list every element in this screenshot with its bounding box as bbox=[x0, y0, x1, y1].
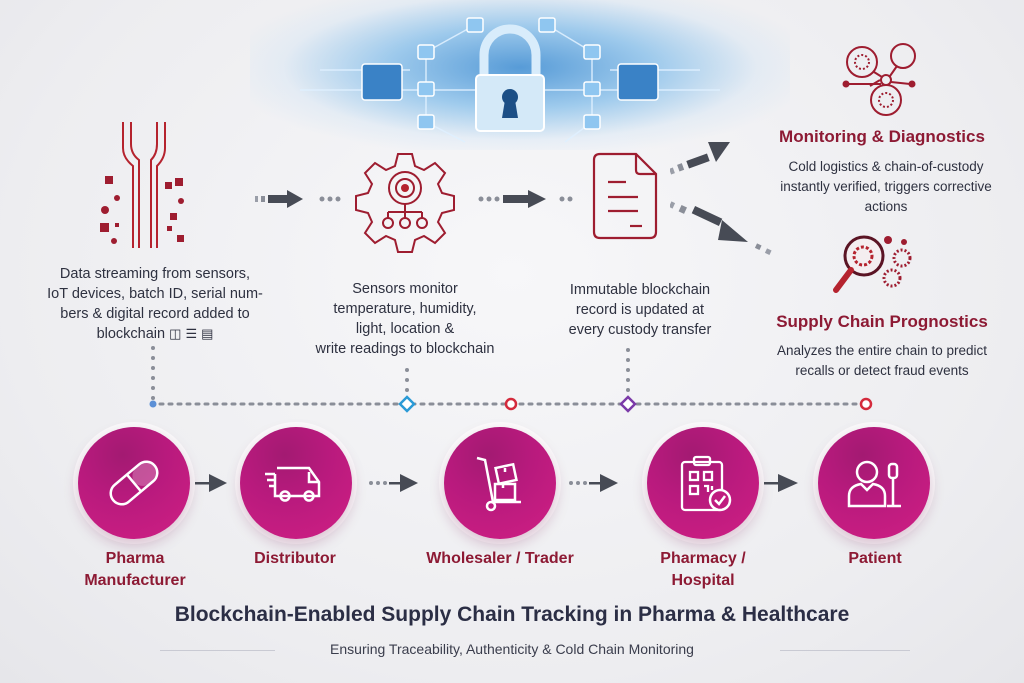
padlock-network-icon bbox=[300, 17, 720, 143]
blockchain-timeline bbox=[149, 346, 873, 413]
text-line: Pharma bbox=[105, 550, 165, 567]
stage-label: Pharmacy / Hospital bbox=[628, 548, 778, 592]
step-description: Immutable blockchain record is updated a… bbox=[540, 280, 740, 340]
step-description: Sensors monitor temperature, humidity, l… bbox=[290, 279, 520, 359]
list-icon: ☰ bbox=[185, 326, 198, 341]
text-line: IoT devices, batch ID, serial num- bbox=[47, 286, 263, 302]
text-line: bers & digital record added to bbox=[60, 306, 250, 322]
text-line: Immutable blockchain bbox=[569, 282, 711, 298]
delivery-van-icon bbox=[265, 466, 321, 502]
patient-iv-icon bbox=[847, 460, 901, 508]
stage-label: Pharma Manufacturer bbox=[60, 548, 210, 592]
stage-patient[interactable] bbox=[818, 427, 930, 539]
text-line: Pharmacy / bbox=[660, 550, 746, 567]
text-line: temperature, humidity, bbox=[333, 301, 477, 317]
text-line: every custody transfer bbox=[568, 322, 712, 338]
page-title: Blockchain-Enabled Supply Chain Tracking… bbox=[174, 603, 850, 626]
stage-wholesaler-trader[interactable] bbox=[444, 427, 556, 539]
outcome-title: Supply Chain Prognostics bbox=[776, 312, 988, 331]
step-description: Data streaming from sensors, IoT devices… bbox=[20, 264, 290, 344]
text-line: Data streaming from sensors, bbox=[59, 266, 251, 282]
divider bbox=[780, 650, 910, 651]
text-line: Distributor bbox=[254, 550, 336, 567]
timeline-marker bbox=[859, 397, 873, 411]
flow-arrow bbox=[255, 190, 341, 208]
text-line: instantly verified, triggers corrective bbox=[780, 179, 992, 194]
sensor-gear-icon bbox=[355, 153, 455, 253]
page-subtitle: Ensuring Traceability, Authenticity & Co… bbox=[330, 641, 694, 657]
timeline-marker bbox=[504, 397, 518, 411]
text-line: Analyzes the entire chain to predict bbox=[776, 343, 988, 358]
clipboard-qr-check-icon bbox=[680, 455, 732, 512]
diagnostics-network-icon bbox=[842, 43, 916, 116]
stage-label: Patient bbox=[800, 548, 950, 570]
text-line: record is updated at bbox=[575, 302, 705, 318]
text-segment: blockchain bbox=[96, 326, 166, 342]
hand-truck-icon bbox=[476, 456, 521, 512]
ledger-icon: ▤ bbox=[201, 326, 214, 341]
blocks-icon: ◫ bbox=[169, 326, 182, 341]
text-line: light, location & bbox=[355, 321, 455, 337]
outcome-title: Monitoring & Diagnostics bbox=[779, 127, 985, 146]
flow-arrow bbox=[764, 474, 798, 492]
flow-arrow bbox=[478, 190, 573, 208]
text-line: Hospital bbox=[671, 572, 735, 589]
text-line: Cold logistics & chain-of-custody bbox=[788, 159, 984, 174]
text-line: recalls or detect fraud events bbox=[795, 363, 969, 378]
data-stream-circuit-icon bbox=[100, 122, 184, 248]
stage-distributor[interactable] bbox=[240, 427, 352, 539]
stage-pharma-manufacturer[interactable] bbox=[78, 427, 190, 539]
text-line: Sensors monitor bbox=[352, 281, 458, 297]
flow-arrow bbox=[369, 474, 418, 492]
text-line: Patient bbox=[848, 550, 902, 567]
text-line: Wholesaler / Trader bbox=[426, 550, 574, 567]
flow-arrow bbox=[195, 474, 227, 492]
outcome-description: Cold logistics & chain-of-custody instan… bbox=[748, 157, 1024, 217]
flow-arrow bbox=[569, 474, 618, 492]
magnifier-analysis-icon bbox=[833, 235, 912, 293]
stage-label: Distributor bbox=[220, 548, 370, 570]
stage-pharmacy-hospital[interactable] bbox=[647, 427, 759, 539]
timeline-marker bbox=[398, 395, 416, 413]
stage-label: Wholesaler / Trader bbox=[410, 548, 590, 570]
capsule-icon bbox=[109, 460, 159, 506]
divider bbox=[160, 650, 275, 651]
text-line: actions bbox=[864, 199, 908, 214]
timeline-marker bbox=[149, 400, 157, 408]
timeline-marker bbox=[619, 395, 637, 413]
text-line: blockchain ◫ ☰ ▤ bbox=[20, 324, 290, 344]
branch-arrows bbox=[670, 142, 772, 255]
outcome-description: Analyzes the entire chain to predict rec… bbox=[740, 341, 1024, 381]
document-icon bbox=[592, 152, 658, 240]
text-line: Manufacturer bbox=[84, 572, 186, 589]
text-line: write readings to blockchain bbox=[315, 341, 495, 357]
